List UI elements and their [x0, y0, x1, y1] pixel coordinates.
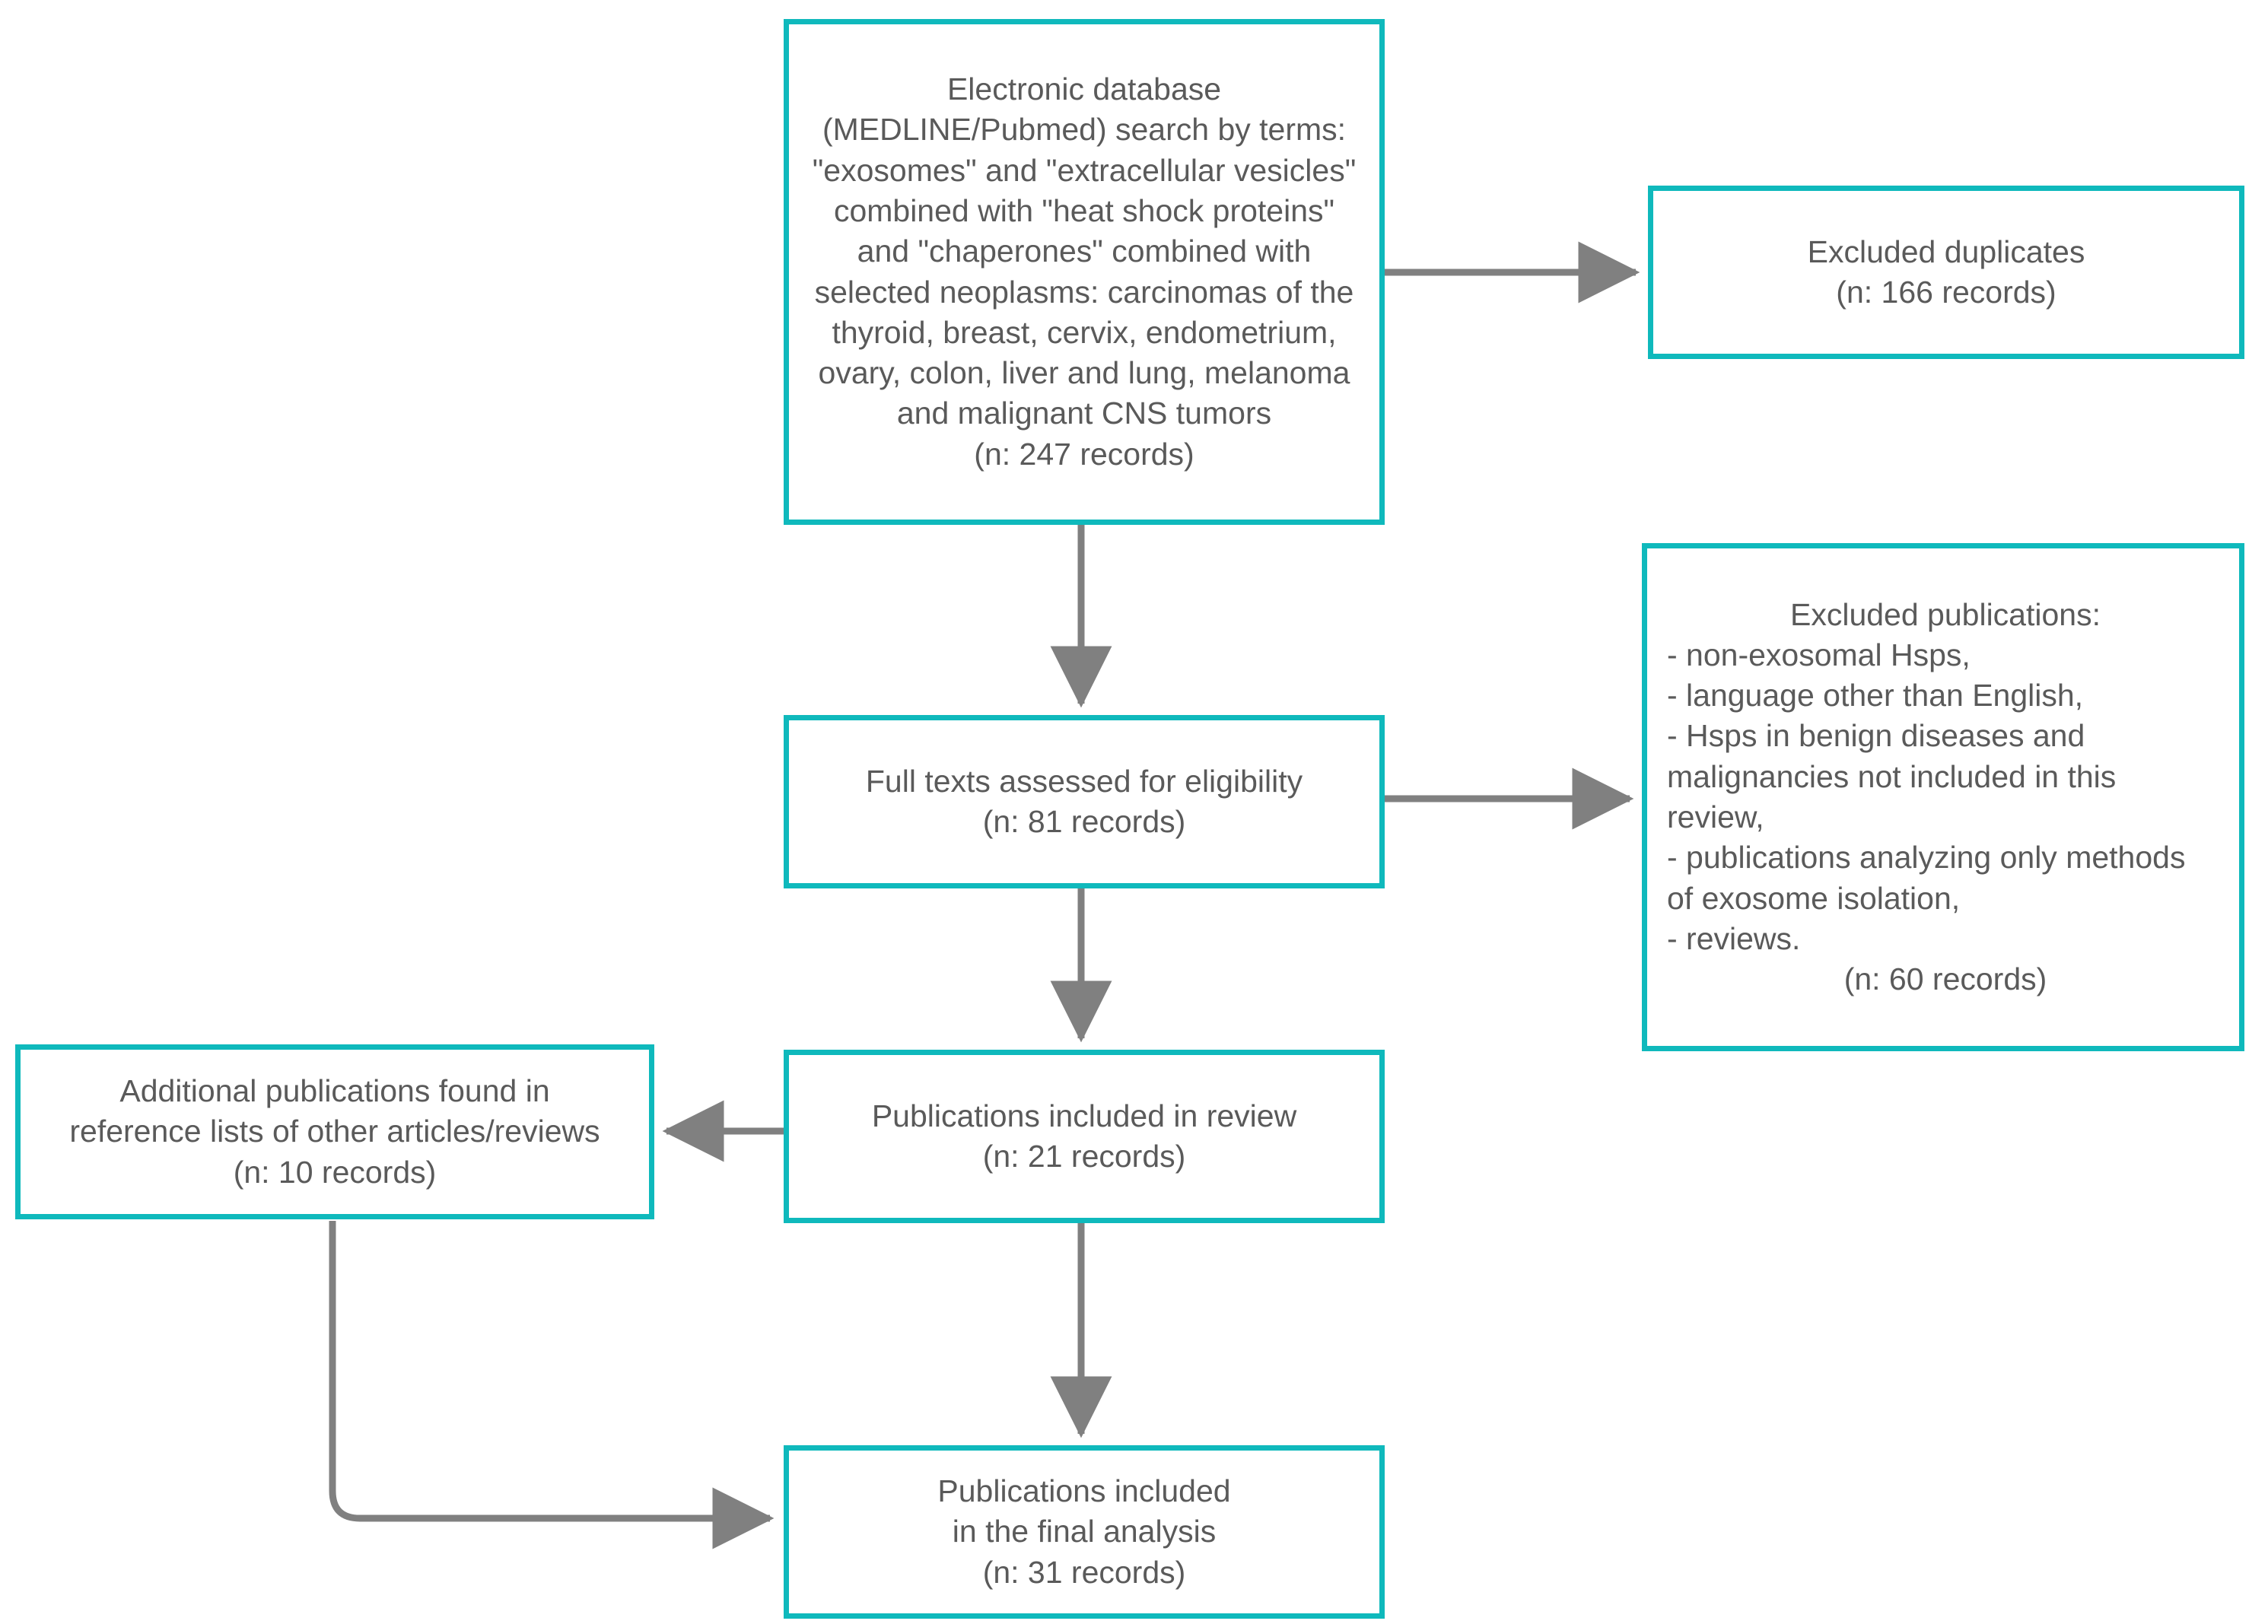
excluded-item-4b: of exosome isolation,: [1667, 880, 1961, 916]
duplicates-title: Excluded duplicates: [1807, 234, 2085, 269]
search-line-1: Electronic database: [946, 72, 1222, 107]
connector-additional-to-final: [329, 1221, 775, 1549]
box-full-texts-assessed: Full texts assessed for eligibility (n: …: [784, 715, 1385, 888]
final-line-1: Publications included: [937, 1473, 1231, 1509]
search-line-6: selected neoplasms: carcinomas of the: [814, 274, 1354, 310]
box-database-search: Electronic database (MEDLINE/Pubmed) sea…: [784, 19, 1385, 525]
search-record-count: (n: 247 records): [974, 436, 1194, 472]
excluded-item-3: - Hsps in benign diseases and: [1667, 718, 2085, 754]
final-line-2: in the final analysis: [952, 1514, 1217, 1549]
search-line-8: ovary, colon, liver and lung, melanoma: [818, 355, 1350, 391]
excluded-item-2: - language other than English,: [1667, 678, 2084, 713]
search-line-4: combined with "heat shock proteins": [833, 192, 1335, 228]
included-record-count: (n: 21 records): [982, 1139, 1186, 1174]
search-line-9: and malignant CNS tumors: [896, 396, 1272, 431]
search-line-2: (MEDLINE/Pubmed) search by terms:: [822, 112, 1347, 148]
fulltext-record-count: (n: 81 records): [982, 804, 1186, 839]
excluded-record-count: (n: 60 records): [1843, 961, 2047, 997]
box-excluded-publications: Excluded publications: - non-exosomal Hs…: [1642, 543, 2244, 1051]
excluded-item-5: - reviews.: [1667, 920, 1801, 956]
search-line-3: "exosomes" and "extracellular vesicles": [812, 152, 1357, 188]
duplicates-record-count: (n: 166 records): [1836, 275, 2056, 310]
final-record-count: (n: 31 records): [982, 1554, 1186, 1590]
excluded-item-4: - publications analyzing only methods: [1667, 840, 2186, 876]
additional-line-1: Additional publications found in: [119, 1073, 550, 1109]
box-publications-included-in-review: Publications included in review (n: 21 r…: [784, 1050, 1385, 1223]
search-line-5: and "chaperones" combined with: [857, 234, 1312, 269]
search-line-7: thyroid, breast, cervix, endometrium,: [832, 314, 1337, 350]
fulltext-title: Full texts assessed for eligibility: [865, 763, 1303, 799]
included-title: Publications included in review: [871, 1098, 1297, 1133]
box-excluded-duplicates: Excluded duplicates (n: 166 records): [1648, 186, 2244, 359]
excluded-item-3b: malignancies not included in this: [1667, 758, 2117, 794]
box-publications-final-analysis: Publications included in the final analy…: [784, 1445, 1385, 1619]
additional-record-count: (n: 10 records): [233, 1154, 437, 1190]
box-additional-publications: Additional publications found in referen…: [15, 1044, 654, 1219]
excluded-title: Excluded publications:: [1790, 596, 2101, 632]
excluded-item-1: - non-exosomal Hsps,: [1667, 637, 1971, 672]
excluded-item-3c: review,: [1667, 799, 1764, 834]
additional-line-2: reference lists of other articles/review…: [69, 1114, 600, 1149]
